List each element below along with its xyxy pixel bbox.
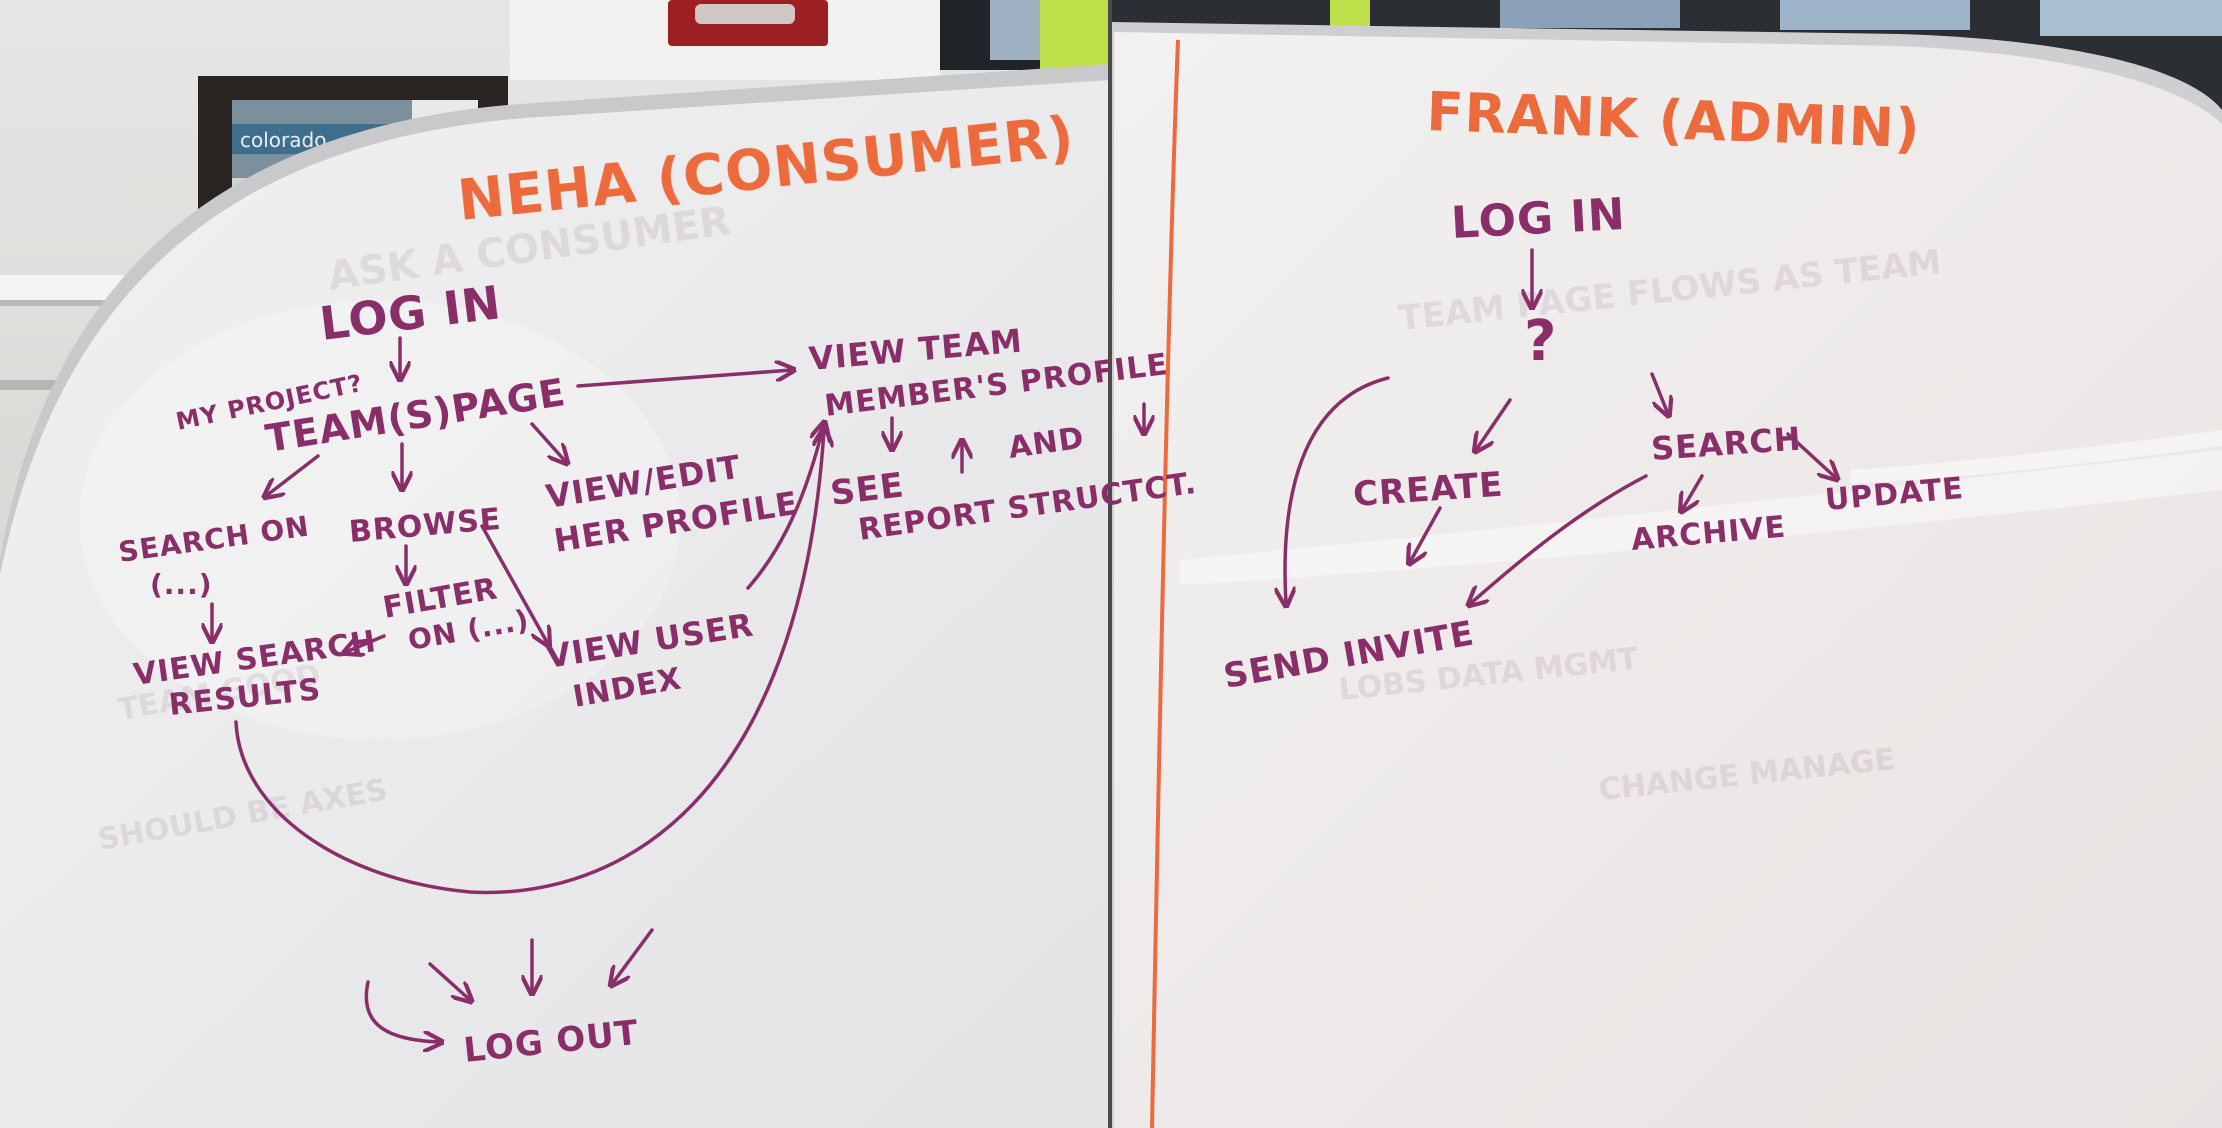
orange-divider-line <box>1150 39 1180 1128</box>
arrow-team-to-search <box>266 454 320 496</box>
arrow-filter-to-results <box>346 634 386 652</box>
node-admin-log-in: Log In <box>1450 189 1627 249</box>
arrow-question-to-search <box>1650 372 1668 414</box>
sign-text: colorado <box>240 128 326 152</box>
arrow-create-to-invite <box>1410 506 1442 562</box>
arrow-to-logout-4 <box>612 928 654 984</box>
arrow-question-to-invite <box>1285 376 1390 604</box>
right-background <box>1110 0 2222 1128</box>
left-whiteboard <box>0 64 1110 1128</box>
arrow-to-logout-2 <box>428 962 470 1000</box>
arrow-browse-to-user <box>480 524 548 644</box>
arrow-search-to-archive <box>1682 474 1704 510</box>
left-arrows <box>212 336 1144 1042</box>
arrow-to-logout-1 <box>364 980 440 1042</box>
node-search-on-line2: (...) <box>150 568 213 601</box>
node-see: See <box>828 465 906 514</box>
arrow-results-loop <box>234 430 824 895</box>
arrow-question-to-create <box>1476 398 1512 450</box>
right-arrows <box>1285 248 1836 604</box>
fire-alarm-icon <box>668 0 828 46</box>
node-question: ? <box>1524 309 1557 374</box>
arrow-search-to-invite <box>1470 474 1648 604</box>
arrow-team-to-edit <box>530 422 566 462</box>
photo-seam <box>1108 0 1112 1128</box>
arrow-team-to-view-team <box>576 370 792 388</box>
arrow-search-to-update <box>1786 432 1836 478</box>
